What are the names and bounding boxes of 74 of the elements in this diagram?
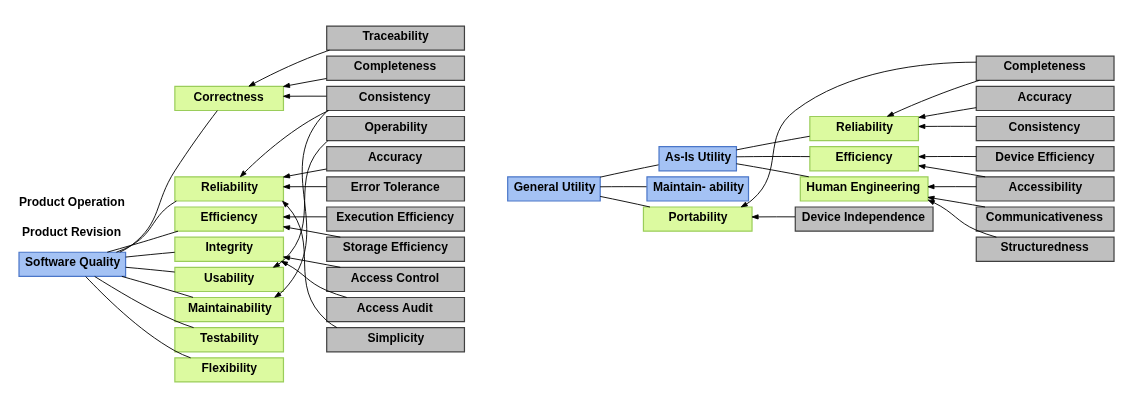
connector <box>94 276 195 329</box>
arrow <box>927 195 986 208</box>
node-box: Reliability <box>174 176 285 202</box>
arrow <box>273 140 329 268</box>
connector <box>736 163 810 178</box>
connector <box>115 200 177 253</box>
arrow <box>240 110 330 178</box>
node-box: Structuredness <box>975 236 1115 262</box>
node-box: Flexibility <box>174 357 285 383</box>
node-box: Simplicity <box>326 327 466 353</box>
arrow <box>927 184 977 190</box>
arrow <box>283 93 327 99</box>
node-box: Access Audit <box>326 296 466 323</box>
arrow <box>927 199 997 238</box>
node-box: Traceability <box>326 25 466 51</box>
arrow <box>280 260 348 298</box>
connector <box>125 266 176 273</box>
arrow <box>283 168 327 179</box>
arrow <box>283 184 327 190</box>
node-box: Usability <box>174 266 285 293</box>
connector <box>736 156 811 158</box>
arrow <box>283 225 341 238</box>
connector <box>85 276 192 359</box>
node-box: Reliability <box>809 115 920 142</box>
arrow <box>918 154 977 160</box>
connector <box>599 186 647 188</box>
node-box: Access Control <box>326 266 466 293</box>
node-box: Accuracy <box>975 85 1115 112</box>
node-box: As-Is Utility <box>658 146 738 172</box>
node-box: Accessibility <box>975 176 1115 202</box>
node-box: Efficiency <box>809 146 920 172</box>
label: Product Revision <box>22 225 122 240</box>
node-box: General Utility <box>507 176 601 202</box>
node-box: Device Efficiency <box>975 146 1115 172</box>
node-box: Operability <box>326 115 466 142</box>
arrow <box>274 110 329 298</box>
arrow <box>751 214 796 220</box>
node-box: Completeness <box>975 55 1115 81</box>
arrow <box>918 123 977 129</box>
node-box: Storage Efficiency <box>326 236 466 262</box>
node-box: Maintain- ability <box>646 176 750 202</box>
arrow <box>918 107 977 119</box>
node-box: Accuracy <box>326 146 466 172</box>
node-box: Consistency <box>326 85 466 112</box>
connector <box>736 135 811 151</box>
node-box: Error Tolerance <box>326 176 466 202</box>
label: Product Operation <box>19 195 125 210</box>
arrow <box>886 79 980 117</box>
arrow <box>918 164 986 178</box>
connector <box>106 230 179 253</box>
connector <box>599 195 651 208</box>
node-box: Portability <box>642 206 753 232</box>
arrow <box>282 200 338 329</box>
connector <box>121 275 194 298</box>
arrow <box>283 214 327 220</box>
node-box: Integrity <box>174 236 285 262</box>
node-box: Consistency <box>975 115 1115 142</box>
node-box: Testability <box>174 327 285 353</box>
node-box: Communicativeness <box>975 206 1115 232</box>
arrow <box>283 255 341 268</box>
arrow <box>740 61 977 208</box>
connector <box>599 164 660 178</box>
node-box: Software Quality <box>18 251 127 277</box>
node-box: Efficiency <box>174 206 285 232</box>
connector <box>125 251 176 258</box>
node-box: Correctness <box>174 85 285 112</box>
node-box: Device Independence <box>794 206 934 232</box>
node-box: Execution Efficiency <box>326 206 466 232</box>
node-box: Completeness <box>326 55 466 81</box>
node-box: Human Engineering <box>799 176 929 202</box>
arrow <box>248 49 330 87</box>
node-box: Maintainability <box>174 296 285 323</box>
arrow <box>283 78 327 88</box>
connector <box>119 110 218 253</box>
